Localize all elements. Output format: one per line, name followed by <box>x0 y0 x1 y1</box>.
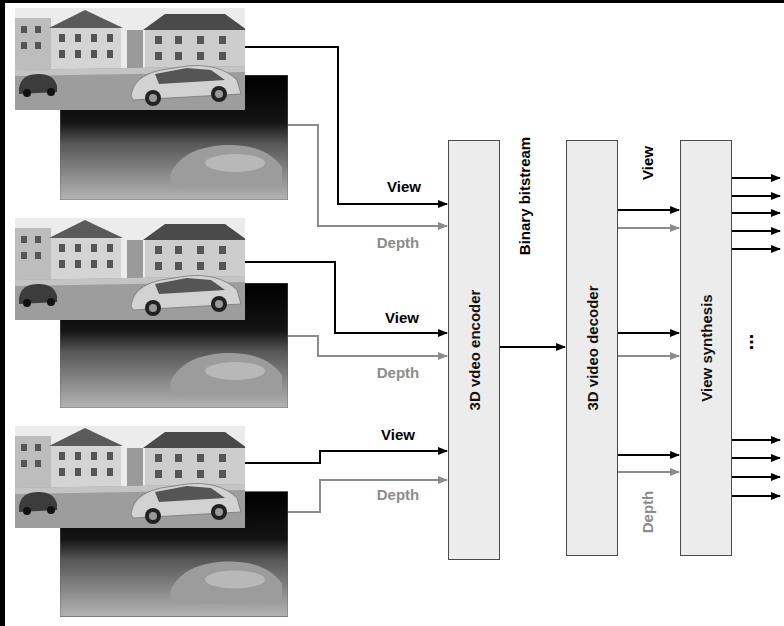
flow-arrow <box>618 227 679 229</box>
view-label: View <box>385 179 423 196</box>
flow-arrow <box>618 471 679 473</box>
view-label: View <box>640 144 657 182</box>
depth-label: Depth <box>640 489 657 536</box>
decoder-box: 3D video decoder <box>566 140 618 556</box>
depth-label: Depth <box>375 235 422 252</box>
flow-arrow <box>618 355 679 357</box>
box-title: 3D vdeo encoder <box>466 290 483 411</box>
view-label: View <box>383 310 421 327</box>
depth-label: Depth <box>375 487 422 504</box>
depth-label: Depth <box>375 365 422 382</box>
flow-arrow <box>618 332 679 334</box>
view-synthesis-box: View synthesis <box>680 140 732 556</box>
view-label: View <box>379 427 417 444</box>
box-title: 3D video decoder <box>584 285 601 410</box>
encoder-box: 3D vdeo encoder <box>448 140 500 560</box>
ellipsis-mark: ... <box>746 332 768 353</box>
flow-arrow <box>500 346 565 348</box>
edge-label: Binary bitstream <box>517 135 534 257</box>
flow-arrow <box>618 454 679 456</box>
box-title: View synthesis <box>698 294 715 401</box>
flow-arrow <box>618 209 679 211</box>
